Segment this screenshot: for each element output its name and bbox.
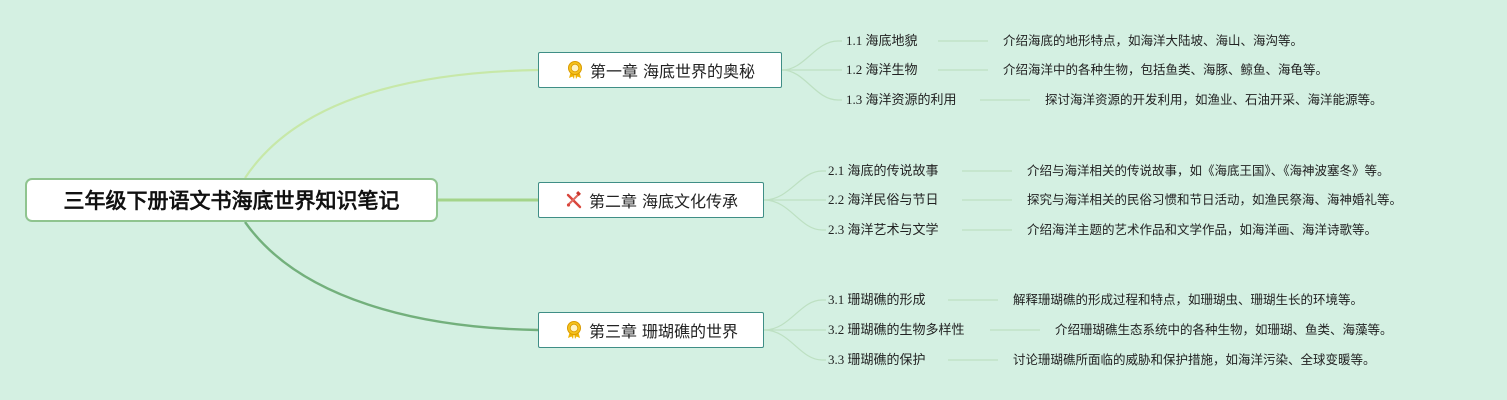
chapter-node-3[interactable]: 第三章 珊瑚礁的世界 <box>538 312 764 348</box>
chapter-1-title: 第一章 海底世界的奥秘 <box>589 62 756 81</box>
crossed-tools-icon <box>564 190 584 210</box>
section-desc-2-2[interactable]: 探究与海洋相关的民俗习惯和节日活动，如渔民祭海、海神婚礼等。 <box>1027 192 1403 207</box>
section-node-1-1[interactable]: 1.1 海底地貌 <box>846 33 918 48</box>
section-desc-3-1[interactable]: 解释珊瑚礁的形成过程和特点，如珊瑚虫、珊瑚生长的环境等。 <box>1013 292 1364 307</box>
leaf-line-2-1 <box>763 170 826 201</box>
section-desc-1-2[interactable]: 介绍海洋中的各种生物，包括鱼类、海豚、鲸鱼、海龟等。 <box>1003 62 1329 77</box>
section-node-3-2[interactable]: 3.2 珊瑚礁的生物多样性 <box>828 322 965 337</box>
section-desc-1-1[interactable]: 介绍海底的地形特点，如海洋大陆坡、海山、海沟等。 <box>1003 33 1304 48</box>
section-desc-1-3[interactable]: 探讨海洋资源的开发利用，如渔业、石油开采、海洋能源等。 <box>1045 92 1383 107</box>
award-medal-icon <box>564 320 584 340</box>
section-desc-3-3[interactable]: 讨论珊瑚礁所面临的威胁和保护措施，如海洋污染、全球变暖等。 <box>1013 352 1376 367</box>
chapter-node-1[interactable]: 第一章 海底世界的奥秘 <box>538 52 782 88</box>
section-node-1-3[interactable]: 1.3 海洋资源的利用 <box>846 92 957 107</box>
section-desc-2-3[interactable]: 介绍海洋主题的艺术作品和文学作品，如海洋画、海洋诗歌等。 <box>1027 222 1378 237</box>
chapter-node-2[interactable]: 第二章 海底文化传承 <box>538 182 764 218</box>
section-desc-2-1[interactable]: 介绍与海洋相关的传说故事，如《海底王国》、《海神波塞冬》等。 <box>1027 163 1390 178</box>
chapter-2-title: 第二章 海底文化传承 <box>588 192 739 211</box>
chapter-3-title: 第三章 珊瑚礁的世界 <box>588 322 739 341</box>
section-node-3-1[interactable]: 3.1 珊瑚礁的形成 <box>828 292 926 307</box>
root-topic[interactable]: 三年级下册语文书海底世界知识笔记 <box>25 178 438 222</box>
section-node-1-2[interactable]: 1.2 海洋生物 <box>846 62 918 77</box>
leaf-line-2-3 <box>763 199 826 231</box>
award-medal-icon <box>565 60 585 80</box>
leaf-line-1-3 <box>781 69 842 101</box>
leaf-line-3-3 <box>763 329 826 361</box>
section-node-3-3[interactable]: 3.3 珊瑚礁的保护 <box>828 352 926 367</box>
section-node-2-1[interactable]: 2.1 海底的传说故事 <box>828 163 939 178</box>
branch-line-chapter-3 <box>244 221 539 332</box>
leaf-line-3-1 <box>763 299 826 331</box>
section-desc-3-2[interactable]: 介绍珊瑚礁生态系统中的各种生物，如珊瑚、鱼类、海藻等。 <box>1055 322 1393 337</box>
section-node-2-3[interactable]: 2.3 海洋艺术与文学 <box>828 222 939 237</box>
leaf-line-1-1 <box>781 40 842 71</box>
root-topic-title: 三年级下册语文书海底世界知识笔记 <box>63 189 400 213</box>
section-node-2-2[interactable]: 2.2 海洋民俗与节日 <box>828 192 939 207</box>
branch-line-chapter-1 <box>244 68 539 179</box>
